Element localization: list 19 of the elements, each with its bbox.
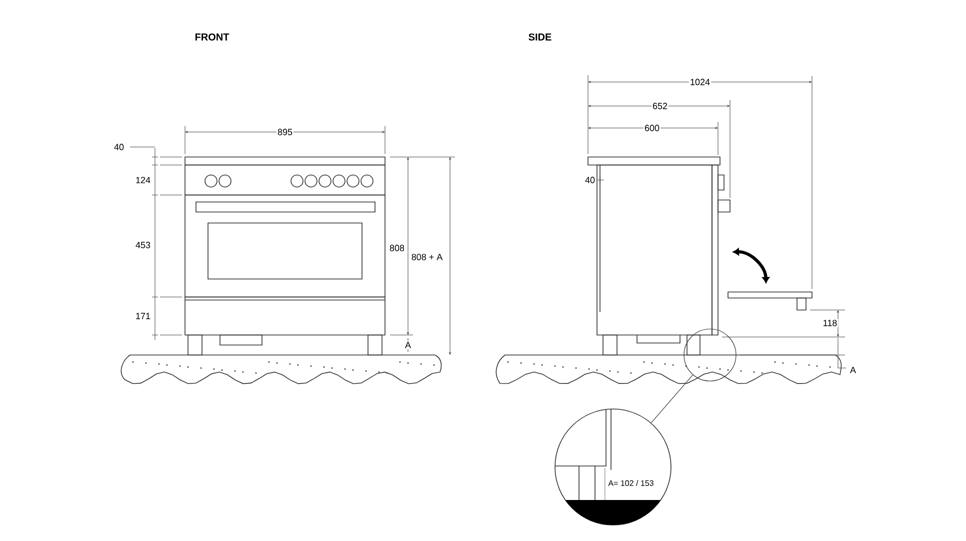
dimension-label: 1024 (689, 78, 712, 86)
detail-circle (684, 328, 736, 382)
dimension-label: A (404, 340, 412, 350)
leader-line (650, 374, 694, 424)
dimension-label: 652 (652, 102, 669, 110)
dimension-label: 118 (822, 318, 838, 328)
magnified-detail: A= 102 / 153 (554, 408, 672, 526)
dimension-label: 895 (276, 128, 294, 136)
view-title: SIDE (528, 33, 552, 41)
dimension-label: A (849, 366, 858, 374)
dimension-label: 808 + A (410, 252, 444, 262)
dimension-label: 124 (134, 176, 152, 184)
dimension-label: 40 (113, 142, 125, 152)
dimension-label: 40 (584, 176, 596, 184)
view-title: FRONT (195, 33, 230, 41)
dimension-label: 808 (388, 244, 406, 252)
dimension-label: 453 (134, 240, 152, 250)
dimension-label: 600 (644, 124, 661, 132)
dimension-label: 171 (134, 312, 152, 320)
